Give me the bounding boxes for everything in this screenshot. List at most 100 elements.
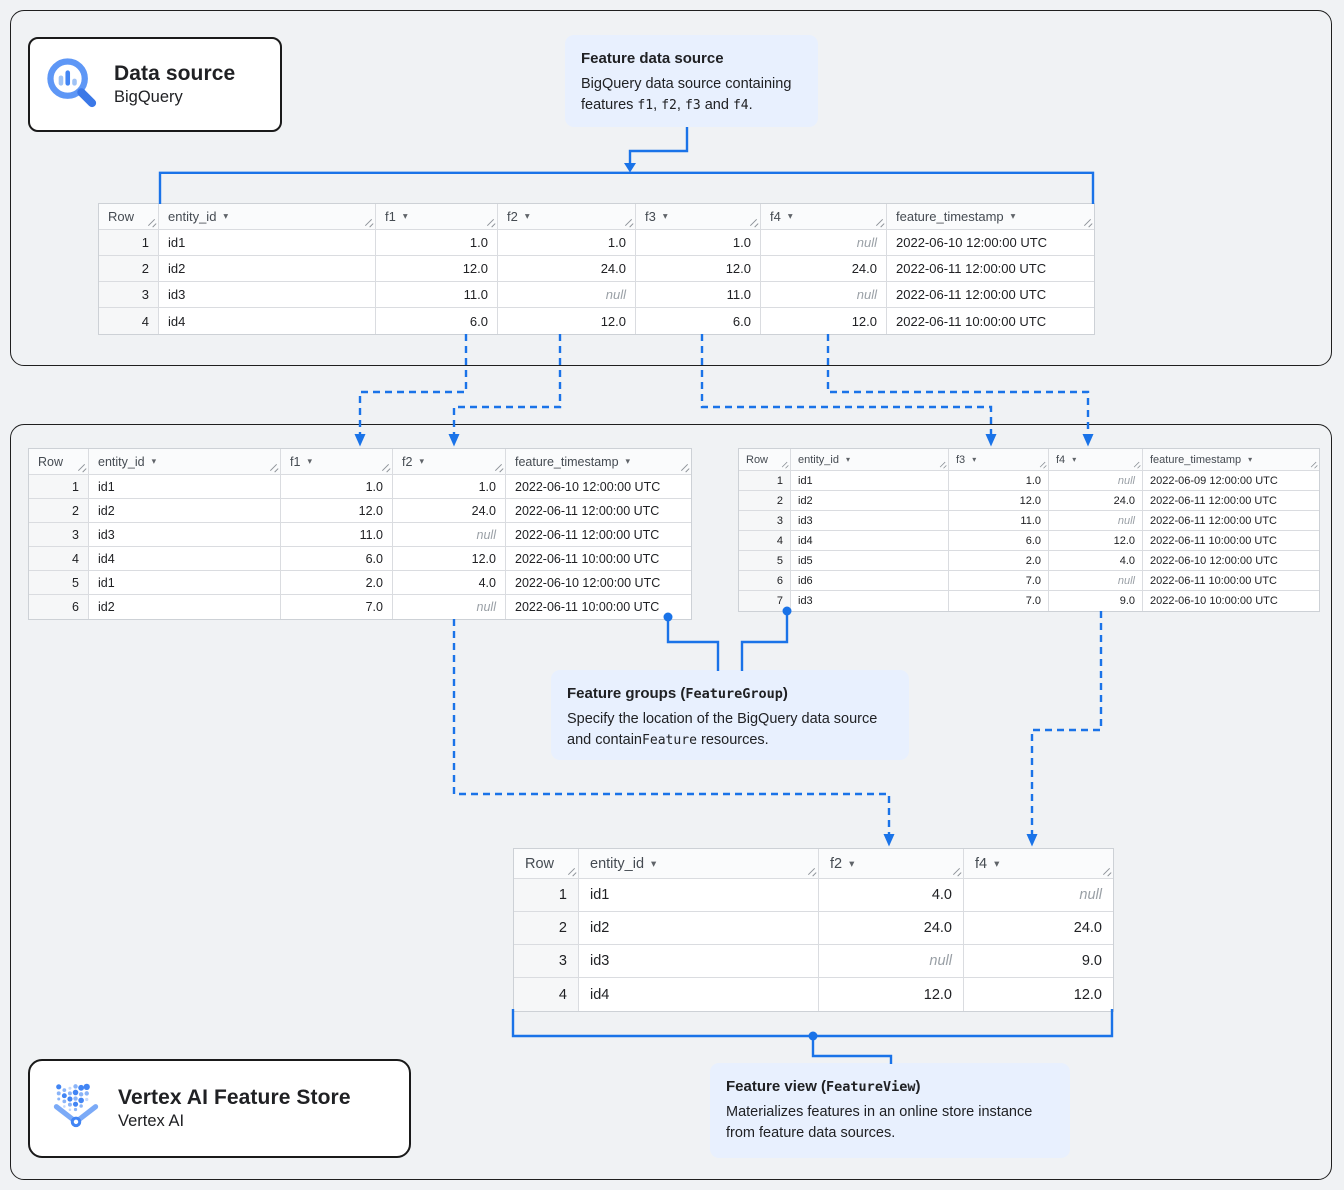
cell-entity_id: id1	[89, 475, 281, 499]
cell-Row: 2	[99, 256, 159, 282]
resize-handle-icon	[939, 461, 947, 469]
callout-feature-view: Feature view (FeatureView) Materializes …	[710, 1063, 1070, 1158]
cell-f1: 11.0	[376, 282, 498, 308]
resize-handle-icon	[1039, 461, 1047, 469]
cell-f3: 2.0	[949, 551, 1049, 571]
callout-feature-groups: Feature groups (FeatureGroup) Specify th…	[551, 670, 909, 760]
cell-f4: null	[1049, 571, 1143, 591]
cell-f1: 12.0	[376, 256, 498, 282]
cell-Row: 2	[29, 499, 89, 523]
resize-handle-icon	[381, 463, 391, 473]
column-dropdown-icon: ▾	[845, 455, 850, 464]
cell-f4: null	[761, 282, 887, 308]
cell-f1: 6.0	[376, 308, 498, 334]
column-dropdown-icon: ▾	[307, 456, 312, 466]
column-header-Row: Row	[514, 849, 579, 879]
cell-f3: 6.0	[636, 308, 761, 334]
column-dropdown-icon: ▾	[223, 211, 229, 221]
column-header-Row: Row	[739, 449, 791, 471]
cell-feature_timestamp: 2022-06-09 12:00:00 UTC	[1143, 471, 1319, 491]
cell-feature_timestamp: 2022-06-11 12:00:00 UTC	[506, 499, 691, 523]
bigquery-section-frame	[10, 10, 1332, 366]
cell-feature_timestamp: 2022-06-11 12:00:00 UTC	[1143, 511, 1319, 531]
column-header-f3: f3▾	[949, 449, 1049, 471]
column-header-entity_id: entity_id▾	[579, 849, 819, 879]
cell-Row: 2	[514, 912, 579, 945]
column-dropdown-icon: ▾	[402, 211, 408, 221]
cell-entity_id: id2	[89, 499, 281, 523]
column-header-Row: Row	[99, 204, 159, 230]
column-header-feature_timestamp: feature_timestamp▾	[887, 204, 1094, 230]
cell-f3: 6.0	[949, 531, 1049, 551]
resize-handle-icon	[1083, 218, 1093, 228]
cell-entity_id: id6	[791, 571, 949, 591]
cell-f4: null	[1049, 511, 1143, 531]
cell-entity_id: id2	[89, 595, 281, 619]
cell-feature_timestamp: 2022-06-10 12:00:00 UTC	[1143, 551, 1319, 571]
cell-feature_timestamp: 2022-06-11 12:00:00 UTC	[506, 523, 691, 547]
column-dropdown-icon: ▾	[651, 858, 657, 870]
cell-entity_id: id1	[159, 230, 376, 256]
cell-Row: 4	[514, 978, 579, 1011]
column-header-Row: Row	[29, 449, 89, 475]
column-dropdown-icon: ▾	[1072, 455, 1077, 464]
resize-handle-icon	[147, 218, 157, 228]
column-dropdown-icon: ▾	[625, 456, 631, 466]
callout-feature-view-title: Feature view (FeatureView)	[726, 1078, 921, 1095]
callout-feature-view-body: Materializes features in an online store…	[726, 1104, 1033, 1141]
cell-entity_id: id3	[791, 511, 949, 531]
cell-f3: 12.0	[636, 256, 761, 282]
cell-f4: 24.0	[964, 912, 1113, 945]
cell-Row: 6	[29, 595, 89, 619]
resize-handle-icon	[269, 463, 279, 473]
resize-handle-icon	[1310, 461, 1318, 469]
cell-Row: 4	[99, 308, 159, 334]
resize-handle-icon	[952, 867, 962, 877]
cell-f1: 1.0	[376, 230, 498, 256]
cell-f2: 4.0	[393, 571, 506, 595]
cell-entity_id: id4	[791, 531, 949, 551]
resize-handle-icon	[624, 218, 634, 228]
cell-f3: 1.0	[949, 471, 1049, 491]
resize-handle-icon	[77, 463, 87, 473]
callout-feature-data-source-title: Feature data source	[581, 50, 724, 67]
cell-Row: 1	[99, 230, 159, 256]
cell-f1: 1.0	[281, 475, 393, 499]
column-dropdown-icon: ▾	[419, 456, 424, 466]
cell-Row: 5	[29, 571, 89, 595]
resize-handle-icon	[486, 218, 496, 228]
data-source-subtitle: BigQuery	[114, 88, 183, 106]
column-dropdown-icon: ▾	[151, 456, 157, 466]
resize-handle-icon	[875, 218, 885, 228]
cell-entity_id: id2	[159, 256, 376, 282]
column-header-f3: f3▾	[636, 204, 761, 230]
cell-Row: 3	[29, 523, 89, 547]
column-dropdown-icon: ▾	[662, 211, 668, 221]
cell-entity_id: id3	[579, 945, 819, 978]
cell-entity_id: id3	[89, 523, 281, 547]
cell-f3: 7.0	[949, 571, 1049, 591]
cell-Row: 1	[29, 475, 89, 499]
cell-feature_timestamp: 2022-06-10 12:00:00 UTC	[887, 230, 1094, 256]
column-header-f1: f1▾	[281, 449, 393, 475]
bigquery-magnifier-icon	[42, 53, 100, 116]
resize-handle-icon	[1133, 461, 1141, 469]
vertex-ai-icon	[48, 1078, 104, 1139]
cell-Row: 1	[739, 471, 791, 491]
cell-f1: 12.0	[281, 499, 393, 523]
